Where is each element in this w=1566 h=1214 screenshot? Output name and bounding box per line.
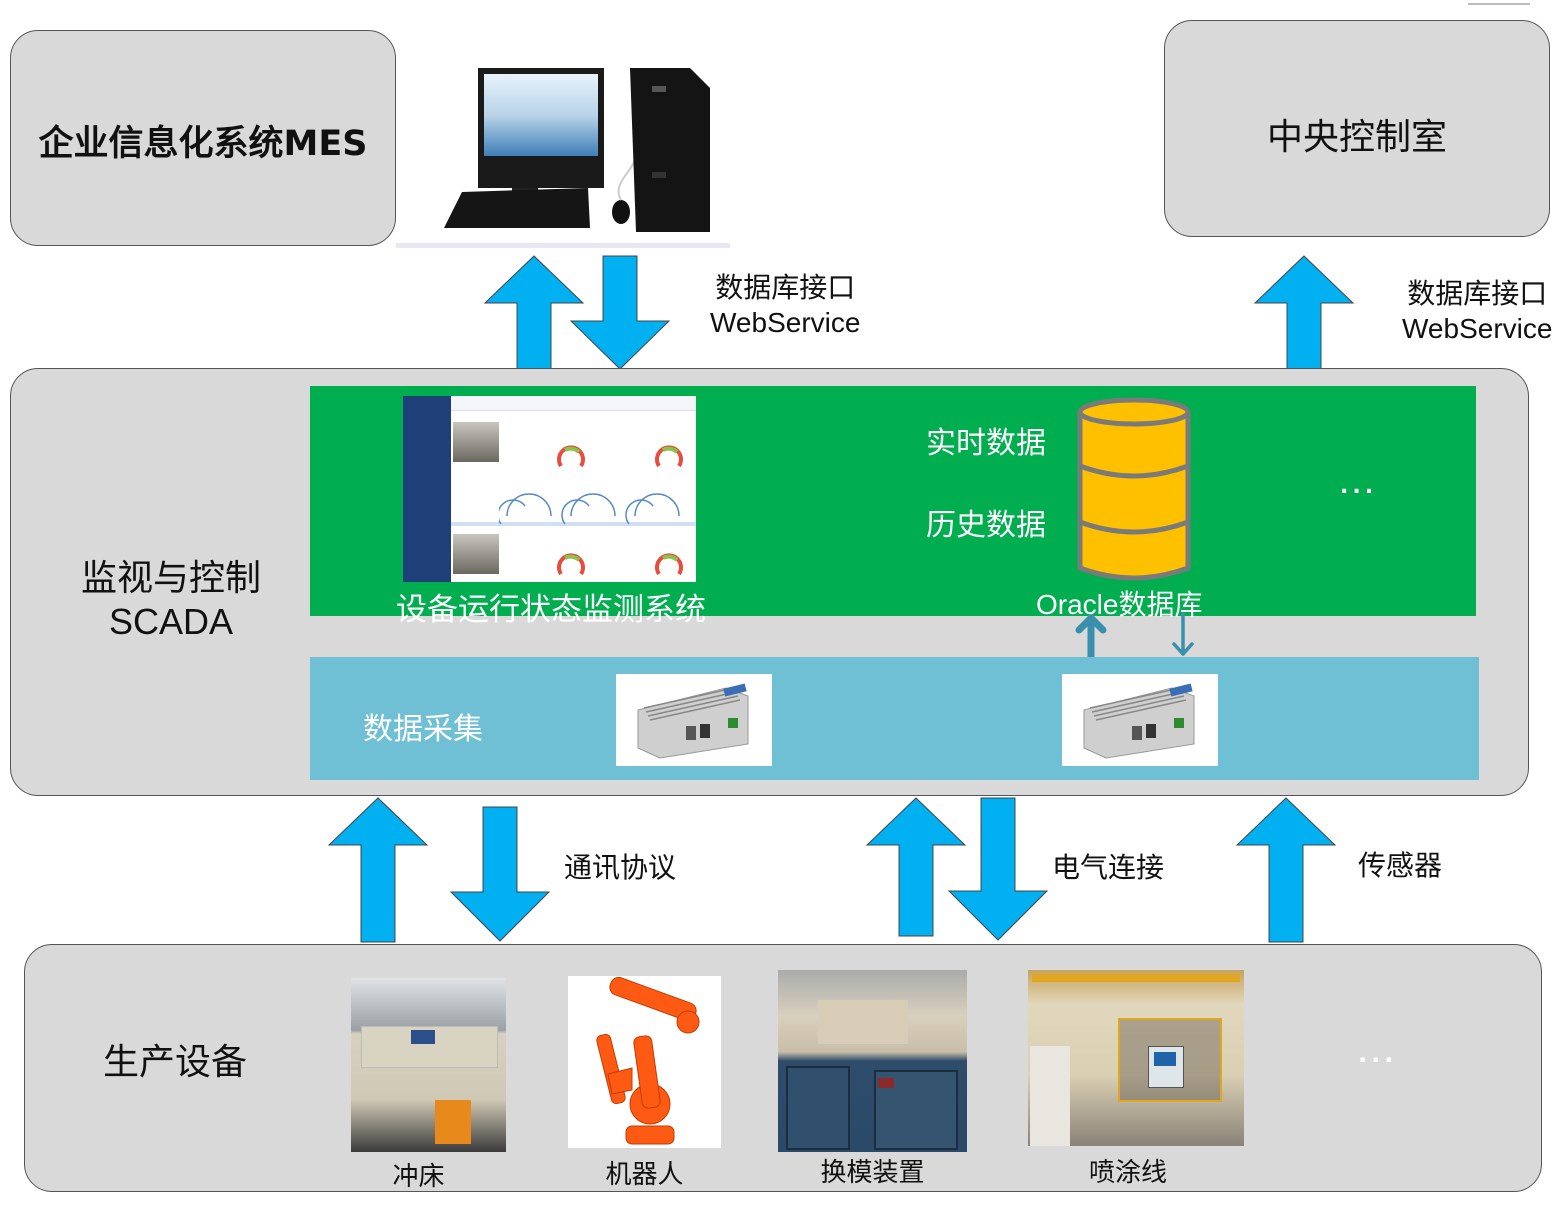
oracle-database-caption: Oracle数据库 xyxy=(1036,589,1203,620)
press-machine-photo xyxy=(351,978,506,1152)
mes-layer-title: 企业信息化系统MES xyxy=(38,124,368,164)
sensor-up-arrow xyxy=(1235,797,1337,943)
control-room-title: 中央控制室 xyxy=(1266,117,1447,158)
mes-down-arrow xyxy=(569,255,671,370)
spray-line-photo xyxy=(1028,970,1244,1146)
scada-title-line2: SCADA xyxy=(108,601,234,643)
mes-interface-line2: WebService xyxy=(710,307,861,338)
corner-tab xyxy=(1468,0,1530,5)
scada-title-line1: 监视与控制 xyxy=(80,558,261,599)
mes-interface-line1: 数据库接口 xyxy=(715,271,856,304)
mes-up-arrow xyxy=(483,255,585,370)
industrial-robot-photo xyxy=(568,976,721,1148)
acquisition-label: 数据采集 xyxy=(363,712,483,747)
screenshot-photo-2 xyxy=(453,534,499,574)
electrical-connection-label: 电气连接 xyxy=(1052,851,1165,884)
control-room-up-arrow xyxy=(1253,255,1355,370)
pc-shelf-line xyxy=(396,243,730,248)
acquisition-device-2 xyxy=(1062,674,1218,766)
equipment-label-spray-line: 喷涂线 xyxy=(1088,1158,1167,1188)
control-room-interface-line1: 数据库接口 xyxy=(1407,277,1548,310)
equipment-label-robot: 机器人 xyxy=(605,1160,684,1190)
scada-layer-title: 监视与控制 SCADA xyxy=(41,557,301,643)
realtime-data-label: 实时数据 xyxy=(926,426,1046,461)
screenshot-gauges xyxy=(499,445,683,576)
monitor-system-screenshot xyxy=(403,396,696,582)
control-room-interface-line2: WebService xyxy=(1402,313,1553,344)
screenshot-sidebar xyxy=(403,396,451,582)
mes-layer-box: 企业信息化系统MES xyxy=(10,30,396,246)
equipment-label-press: 冲床 xyxy=(392,1162,445,1192)
acquisition-device-1 xyxy=(616,674,772,766)
monitor-system-caption: 设备运行状态监测系统 xyxy=(396,592,706,628)
comm-up-arrow xyxy=(327,797,429,943)
control-room-box: 中央控制室 xyxy=(1164,20,1550,237)
db-upload-arrow xyxy=(1075,614,1107,662)
comm-protocol-label: 通讯协议 xyxy=(564,851,677,884)
comm-down-arrow xyxy=(449,806,551,942)
screenshot-photo-1 xyxy=(453,422,499,462)
die-change-photo xyxy=(778,970,967,1152)
computer-workstation-icon xyxy=(396,60,730,250)
db-download-arrow xyxy=(1172,612,1194,656)
screenshot-header xyxy=(451,396,696,411)
mes-interface-label: 数据库接口 WebService xyxy=(710,270,860,340)
equipment-more-ellipsis: ... xyxy=(1358,1040,1398,1068)
acquisition-band xyxy=(310,657,1479,780)
software-more-ellipsis: ... xyxy=(1340,474,1378,499)
electrical-up-arrow xyxy=(865,797,967,937)
production-layer-title: 生产设备 xyxy=(102,1042,247,1083)
sensor-label: 传感器 xyxy=(1358,849,1443,882)
history-data-label: 历史数据 xyxy=(926,508,1046,543)
control-room-interface-label: 数据库接口 WebService xyxy=(1402,276,1552,346)
electrical-down-arrow xyxy=(947,797,1049,941)
equipment-label-die-change: 换模装置 xyxy=(820,1158,925,1188)
screenshot-divider xyxy=(451,522,696,526)
oracle-database-icon xyxy=(1077,397,1191,581)
